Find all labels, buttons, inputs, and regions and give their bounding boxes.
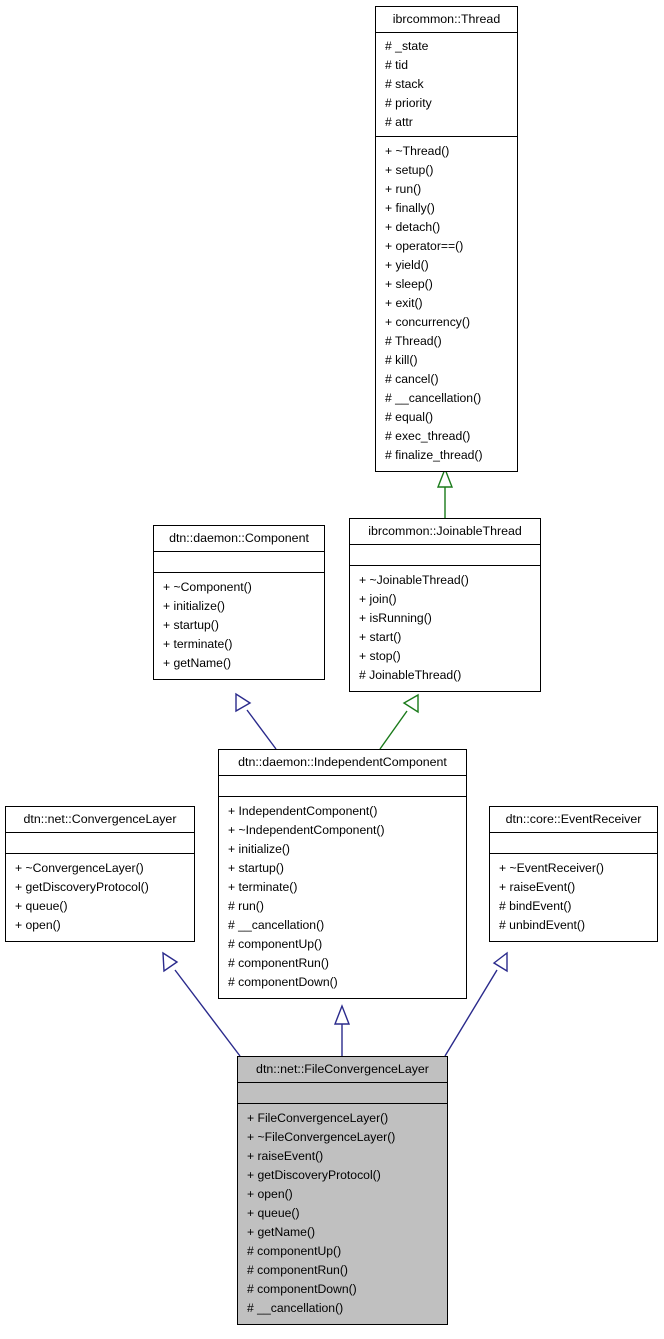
class-operation: # JoinableThread() <box>359 668 462 683</box>
class-operation: + isRunning() <box>359 611 432 626</box>
class-operation: + initialize() <box>163 599 225 614</box>
class-operation: + ~EventReceiver() <box>499 861 604 876</box>
class-operation: + raiseEvent() <box>247 1149 324 1164</box>
class-operations-eventreceiver: + ~EventReceiver() + raiseEvent() # bind… <box>490 854 657 941</box>
class-operation: + ~ConvergenceLayer() <box>15 861 144 876</box>
class-operation: + ~JoinableThread() <box>359 573 469 588</box>
class-operation: + getName() <box>247 1225 316 1240</box>
class-attributes-convergencelayer <box>6 833 194 855</box>
edge-joinablethread-to-thread <box>436 467 454 518</box>
class-operation: + open() <box>247 1187 293 1202</box>
class-operation: # componentDown() <box>228 975 338 990</box>
class-operation: + queue() <box>15 899 68 914</box>
class-operation: # componentUp() <box>247 1244 342 1259</box>
class-operation: + terminate() <box>163 637 233 652</box>
class-operations-fileconvergencelayer: + FileConvergenceLayer() + ~FileConverge… <box>238 1104 447 1324</box>
class-operation: + raiseEvent() <box>499 880 576 895</box>
class-operation: + detach() <box>385 220 441 235</box>
class-operation: + terminate() <box>228 880 298 895</box>
class-operation: + ~Thread() <box>385 144 450 159</box>
class-operation: + queue() <box>247 1206 300 1221</box>
class-operation: + operator==() <box>385 239 464 254</box>
class-box-eventreceiver[interactable]: dtn::core::EventReceiver + ~EventReceive… <box>489 806 658 943</box>
class-attribute: # attr <box>385 115 413 130</box>
class-operations-component: + ~Component() + initialize() + startup(… <box>154 573 324 679</box>
class-box-component[interactable]: dtn::daemon::Component + ~Component() + … <box>153 525 325 681</box>
class-operation: # componentDown() <box>247 1282 357 1297</box>
class-operation: + initialize() <box>228 842 290 857</box>
class-operation: + startup() <box>228 861 284 876</box>
class-title-joinablethread: ibrcommon::JoinableThread <box>350 519 540 546</box>
class-title-thread: ibrcommon::Thread <box>376 7 517 34</box>
class-title-fileconvergencelayer: dtn::net::FileConvergenceLayer <box>238 1057 447 1084</box>
class-operation: + concurrency() <box>385 315 471 330</box>
class-operation: # unbindEvent() <box>499 918 586 933</box>
class-operation: # exec_thread() <box>385 429 471 444</box>
class-operation: + ~Component() <box>163 580 252 595</box>
class-operation: + open() <box>15 918 61 933</box>
edge-independentcomponent-to-joinablethread <box>379 693 419 750</box>
class-operation: + ~IndependentComponent() <box>228 823 385 838</box>
class-title-component: dtn::daemon::Component <box>154 526 324 553</box>
class-operation: + join() <box>359 592 397 607</box>
edge-fileconvergencelayer-to-independentcomponent <box>333 1004 351 1056</box>
class-operation: # equal() <box>385 410 434 425</box>
class-attributes-eventreceiver <box>490 833 657 855</box>
class-operation: + finally() <box>385 201 435 216</box>
class-operation: + ~FileConvergenceLayer() <box>247 1130 396 1145</box>
class-operations-independentcomponent: + IndependentComponent() + ~IndependentC… <box>219 797 466 998</box>
class-operation: # componentRun() <box>247 1263 348 1278</box>
class-operations-convergencelayer: + ~ConvergenceLayer() + getDiscoveryProt… <box>6 854 194 941</box>
class-operation: # componentRun() <box>228 956 329 971</box>
class-operation: + exit() <box>385 296 423 311</box>
class-attributes-fileconvergencelayer <box>238 1083 447 1105</box>
class-operation: + IndependentComponent() <box>228 804 378 819</box>
class-attributes-component <box>154 552 324 574</box>
class-title-eventreceiver: dtn::core::EventReceiver <box>490 807 657 834</box>
class-attributes-thread: # _state # tid # stack # priority # attr <box>376 33 517 138</box>
class-operation: + FileConvergenceLayer() <box>247 1111 389 1126</box>
class-attributes-joinablethread <box>350 545 540 567</box>
class-operation: + setup() <box>385 163 434 178</box>
class-operation: + startup() <box>163 618 219 633</box>
class-operation: + stop() <box>359 649 401 664</box>
class-attribute: # priority <box>385 96 432 111</box>
class-operation: # finalize_thread() <box>385 448 483 463</box>
class-operation: + getDiscoveryProtocol() <box>247 1168 381 1183</box>
class-operation: + getName() <box>163 656 232 671</box>
class-operation: + run() <box>385 182 422 197</box>
class-operation: + start() <box>359 630 402 645</box>
class-operation: # Thread() <box>385 334 442 349</box>
class-operation: # __cancellation() <box>228 918 325 933</box>
class-box-thread[interactable]: ibrcommon::Thread # _state # tid # stack… <box>375 6 518 473</box>
class-box-joinablethread[interactable]: ibrcommon::JoinableThread + ~JoinableThr… <box>349 518 541 693</box>
class-operations-thread: + ~Thread() + setup() + run() + finally(… <box>376 137 517 471</box>
class-operation: # componentUp() <box>228 937 323 952</box>
class-box-convergencelayer[interactable]: dtn::net::ConvergenceLayer + ~Convergenc… <box>5 806 195 943</box>
class-attribute: # stack <box>385 77 424 92</box>
class-box-fileconvergencelayer[interactable]: dtn::net::FileConvergenceLayer + FileCon… <box>237 1056 448 1326</box>
class-operation: # kill() <box>385 353 418 368</box>
class-operation: # run() <box>228 899 264 914</box>
class-operation: # __cancellation() <box>247 1301 344 1316</box>
class-attribute: # tid <box>385 58 409 73</box>
class-title-independentcomponent: dtn::daemon::IndependentComponent <box>219 750 466 777</box>
class-title-convergencelayer: dtn::net::ConvergenceLayer <box>6 807 194 834</box>
class-operation: + sleep() <box>385 277 433 292</box>
class-box-independentcomponent[interactable]: dtn::daemon::IndependentComponent + Inde… <box>218 749 467 1000</box>
class-operation: # __cancellation() <box>385 391 482 406</box>
class-operation: + yield() <box>385 258 429 273</box>
class-operation: # bindEvent() <box>499 899 572 914</box>
edge-independentcomponent-to-component <box>235 692 277 750</box>
class-operation: # cancel() <box>385 372 439 387</box>
class-operation: + getDiscoveryProtocol() <box>15 880 149 895</box>
class-attribute: # _state <box>385 39 429 54</box>
class-attributes-independentcomponent <box>219 776 466 798</box>
class-operations-joinablethread: + ~JoinableThread() + join() + isRunning… <box>350 566 540 691</box>
